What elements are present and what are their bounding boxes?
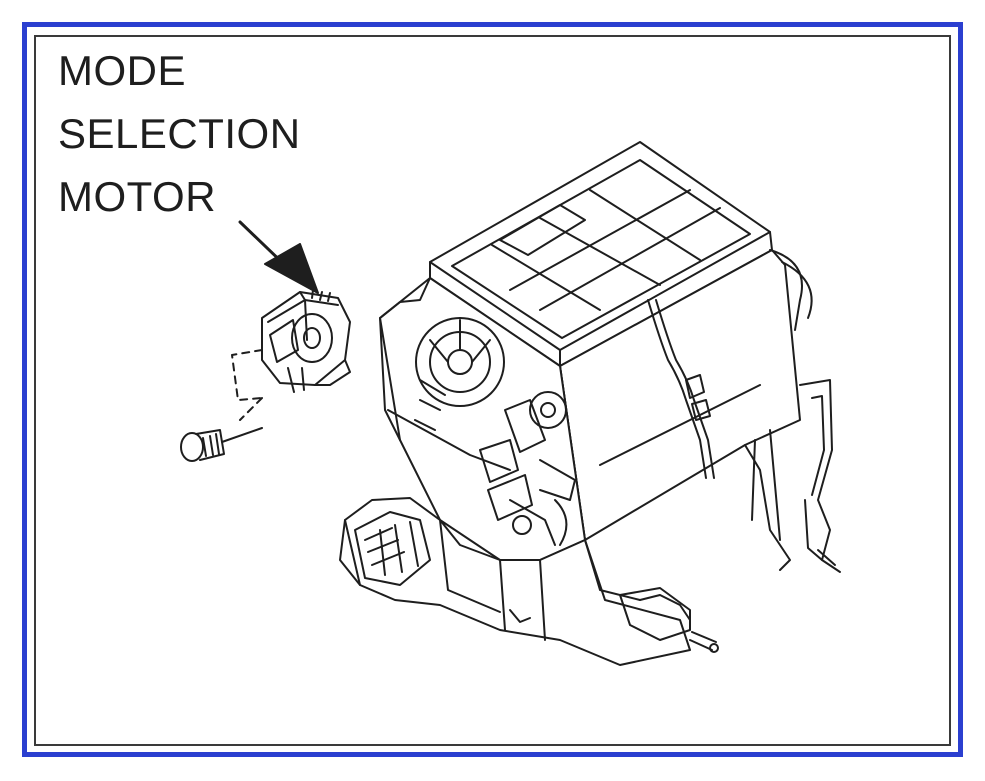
- hvac-housing-drawing: [340, 142, 840, 665]
- callout-label-line-3: MOTOR: [58, 173, 217, 220]
- callout-label-line-2: SELECTION: [58, 110, 301, 157]
- mode-selection-motor-drawing: [232, 290, 350, 420]
- screw-drawing: [181, 428, 262, 461]
- callout-arrow: [240, 222, 318, 293]
- callout-label-line-1: MODE: [58, 47, 186, 94]
- diagram-inner-border: [34, 35, 951, 746]
